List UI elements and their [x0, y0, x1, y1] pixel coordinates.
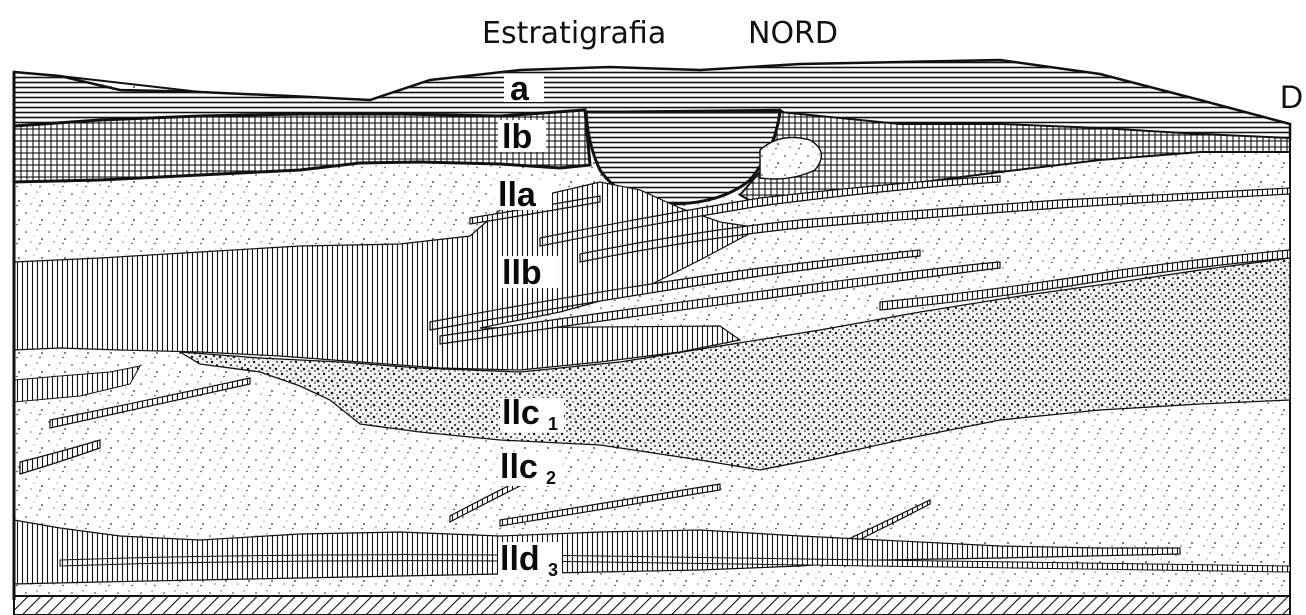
- label-llc1-sub: 1: [548, 414, 558, 434]
- label-lld3: lld 3: [498, 540, 562, 580]
- label-lb: lb: [498, 118, 546, 156]
- label-lb-text: lb: [502, 118, 532, 156]
- title-nord: NORD: [748, 16, 838, 51]
- label-llc2-text: llc: [500, 448, 538, 486]
- label-llc1: llc 1: [500, 394, 564, 434]
- label-lld3-sub: 3: [548, 560, 558, 580]
- label-a-text: a: [510, 70, 530, 108]
- label-lla: lla: [494, 176, 552, 214]
- label-llb: llb: [498, 254, 558, 292]
- label-lla-text: lla: [498, 176, 537, 214]
- label-llc1-text: llc: [502, 394, 540, 432]
- label-lld3-text: lld: [500, 540, 540, 578]
- label-llc2-sub: 2: [546, 468, 556, 488]
- label-llc2: llc 2: [498, 448, 562, 488]
- bedrock-base: [14, 596, 1290, 615]
- label-llb-text: llb: [502, 254, 542, 292]
- title-estratigrafia: Estratigrafia: [482, 16, 666, 51]
- corner-label-d: D: [1280, 79, 1303, 115]
